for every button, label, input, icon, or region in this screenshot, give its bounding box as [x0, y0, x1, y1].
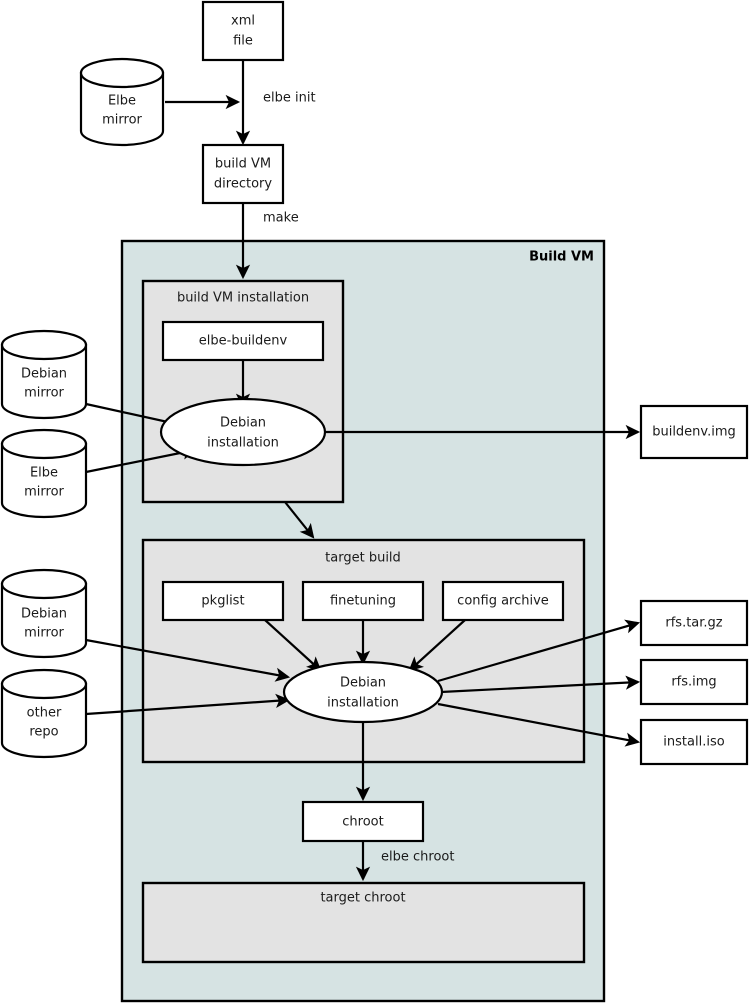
edge-elbemirror-to-buildvminstall: [85, 445, 198, 474]
elbe-mirror-top-label-line2: mirror: [102, 113, 142, 128]
debian-mirror-lower-cap: [0, 568, 88, 600]
node-debian-mirror-upper[interactable]: Debian mirror: [0, 329, 88, 420]
buildenv-img-label: buildenv.img: [652, 425, 736, 440]
elbe-mirror-lower-cap: [0, 428, 88, 460]
elbe-mirror-lower-label-line1: Elbe: [30, 466, 58, 481]
install-iso-box: [639, 718, 749, 766]
config-archive-box: [441, 580, 565, 622]
rfs-tar-gz-label: rfs.tar.gz: [665, 616, 722, 631]
rfs-img-box: [639, 658, 749, 706]
target-build-label: target build: [325, 551, 401, 566]
node-xml-file[interactable]: xml file: [201, 0, 285, 62]
debian-mirror-upper-cap: [0, 329, 88, 361]
group-build-vm-installation[interactable]: build VM installation: [141, 279, 345, 504]
rfs-tar-gz-box: [639, 599, 749, 647]
node-elbe-mirror-top[interactable]: Elbe mirror: [79, 57, 165, 147]
debian-mirror-upper-label-line2: mirror: [24, 386, 64, 401]
elbe-mirror-top-cap: [79, 57, 165, 89]
edge-targetinstall-to-rfsimg: [440, 675, 641, 694]
edge-label-elbe-chroot: elbe chroot: [381, 850, 454, 865]
node-elbe-buildenv[interactable]: elbe-buildenv: [161, 320, 325, 362]
node-chroot[interactable]: chroot: [301, 800, 425, 843]
xml-file-box: [201, 0, 285, 62]
node-install-iso[interactable]: install.iso: [639, 718, 749, 766]
debian-mirror-upper-body: [0, 343, 88, 420]
other-repo-label-line1: other: [27, 706, 62, 721]
debian-installation-buildvm-label-line1: Debian: [220, 416, 266, 431]
node-rfs-tar-gz[interactable]: rfs.tar.gz: [639, 599, 749, 647]
edge-targetinstall-to-installiso: [437, 702, 641, 747]
edge-otherrepo-to-targetinstall: [85, 693, 291, 716]
debian-mirror-lower-label-line1: Debian: [21, 607, 67, 622]
edge-label-elbe-init: elbe init: [263, 91, 316, 106]
pkglist-label: pkglist: [201, 594, 244, 609]
install-iso-label: install.iso: [663, 735, 724, 750]
node-other-repo[interactable]: other repo: [0, 668, 88, 759]
elbe-buildenv-box: [161, 320, 325, 362]
build-vm-label: Build VM: [529, 250, 594, 265]
debian-installation-buildvm-label-line2: installation: [207, 436, 279, 451]
node-pkglist[interactable]: pkglist: [161, 580, 285, 622]
config-archive-label: config archive: [457, 594, 549, 609]
target-chroot-border: [141, 881, 586, 964]
edge-buildvminstall-to-targetbuild: [284, 501, 315, 539]
xml-file-label-line2: file: [233, 34, 253, 49]
edge-pkglist-to-targetinstall: [264, 619, 322, 672]
node-elbe-mirror-lower[interactable]: Elbe mirror: [0, 428, 88, 519]
node-config-archive[interactable]: config archive: [441, 580, 565, 622]
build-vm-directory-label-line1: build VM: [215, 157, 271, 172]
target-chroot-label: target chroot: [320, 891, 405, 906]
edge-targetinstall-to-rfstargz: [437, 619, 641, 683]
debian-mirror-lower-label-line2: mirror: [24, 626, 64, 641]
finetuning-label: finetuning: [330, 594, 396, 609]
group-target-chroot[interactable]: target chroot: [141, 881, 586, 964]
elbe-buildenv-label: elbe-buildenv: [199, 334, 288, 349]
buildenv-img-box: [639, 404, 749, 460]
node-debian-installation-target[interactable]: Debian installation: [282, 660, 444, 724]
node-debian-mirror-lower[interactable]: Debian mirror: [0, 568, 88, 659]
elbe-mirror-lower-body: [0, 442, 88, 519]
build-vm-directory-label-line2: directory: [214, 177, 272, 192]
debian-mirror-upper-label-line1: Debian: [21, 367, 67, 382]
elbe-mirror-lower-label-line2: mirror: [24, 485, 64, 500]
edge-debianmirrorlower-to-targetinstall: [85, 638, 291, 682]
elbe-mirror-top-label-line1: Elbe: [108, 94, 136, 109]
build-vm-installation-label: build VM installation: [177, 291, 309, 306]
pkglist-box: [161, 580, 285, 622]
rfs-img-label: rfs.img: [671, 675, 716, 690]
debian-installation-target-label-line2: installation: [327, 696, 399, 711]
node-finetuning[interactable]: finetuning: [301, 580, 425, 622]
other-repo-cap: [0, 668, 88, 700]
debian-installation-buildvm-ellipse: [159, 397, 327, 467]
edge-configarchive-to-targetinstall: [408, 619, 466, 672]
node-debian-installation-buildvm[interactable]: Debian installation: [159, 397, 327, 467]
finetuning-box: [301, 580, 425, 622]
build-vm-directory-box: [201, 143, 285, 205]
chroot-label: chroot: [342, 815, 383, 830]
node-buildenv-img[interactable]: buildenv.img: [639, 404, 749, 460]
debian-installation-target-label-line1: Debian: [340, 676, 386, 691]
other-repo-label-line2: repo: [29, 725, 58, 740]
debian-installation-target-ellipse: [282, 660, 444, 724]
other-repo-body: [0, 682, 88, 759]
debian-mirror-lower-body: [0, 582, 88, 659]
node-build-vm-directory[interactable]: build VM directory: [201, 143, 285, 205]
xml-file-label-line1: xml: [231, 14, 255, 29]
node-rfs-img[interactable]: rfs.img: [639, 658, 749, 706]
chroot-box: [301, 800, 425, 843]
edge-label-make: make: [263, 211, 299, 226]
elbe-mirror-top-body: [79, 71, 165, 147]
